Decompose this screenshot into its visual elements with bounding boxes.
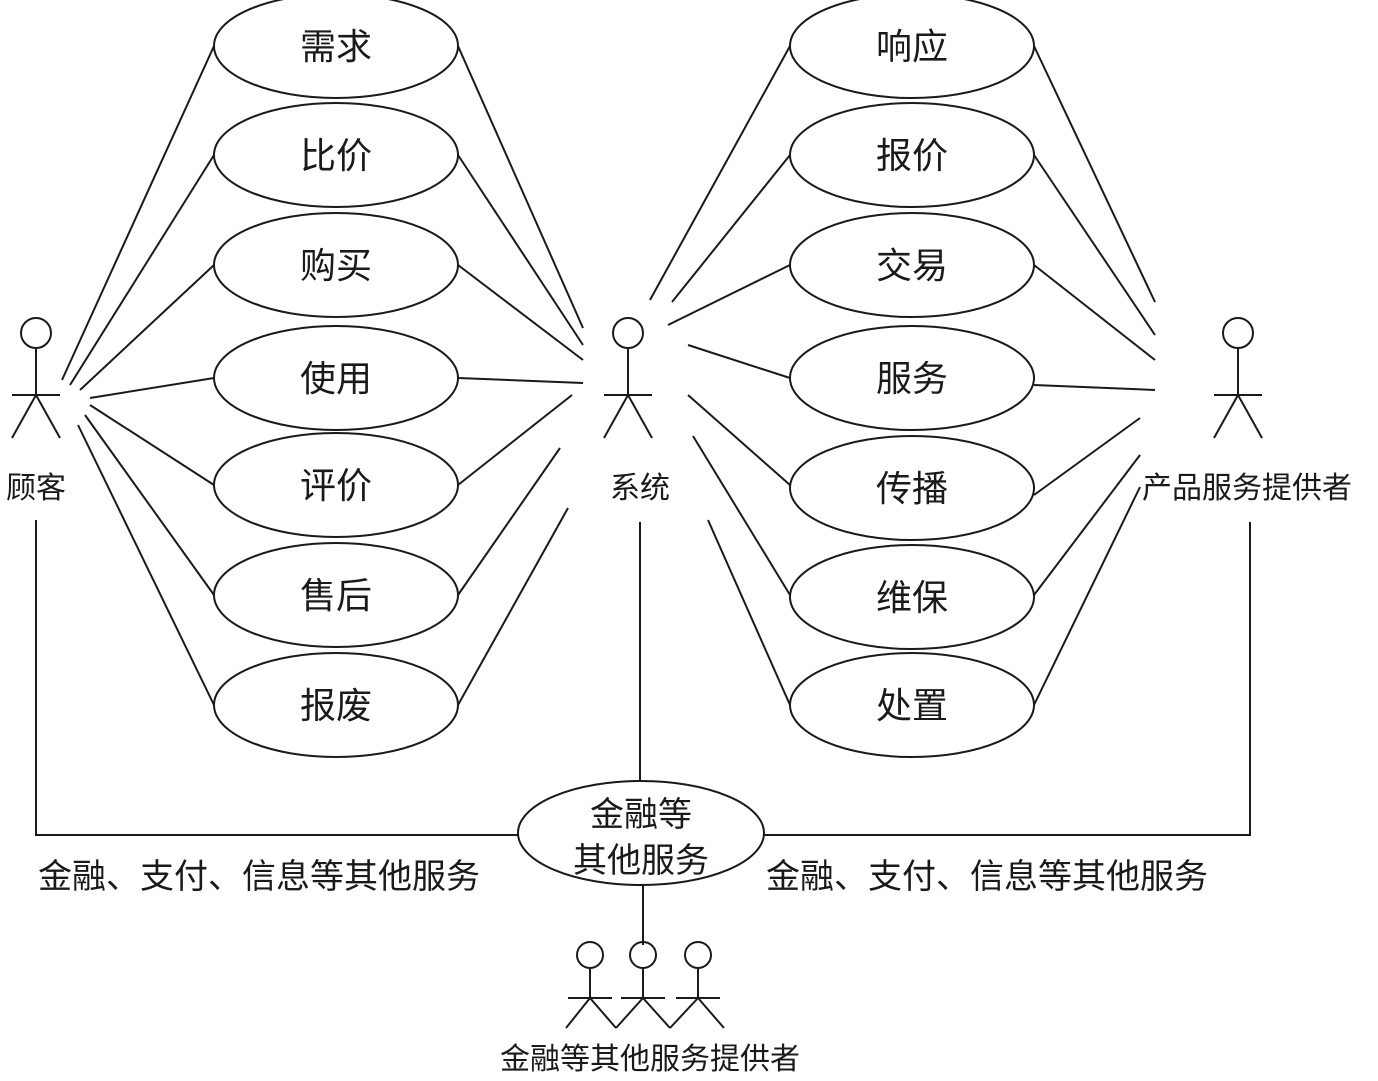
central-service-line1: 金融等: [590, 795, 692, 835]
use-case-demand: 需求: [213, 0, 459, 99]
system-label: 系统: [610, 471, 670, 506]
provider-label: 产品服务提供者: [1142, 471, 1352, 506]
service-associations: [35, 520, 1251, 945]
stick-figure-icon: [669, 941, 725, 1029]
stick-figure-icon: [603, 317, 653, 439]
stick-figure-icon: [615, 941, 671, 1029]
use-case-label: 售后: [300, 576, 372, 617]
customer-actor: 顾客: [6, 317, 66, 506]
use-case-quote: 报价: [789, 102, 1035, 208]
customer-label: 顾客: [6, 471, 66, 506]
use-case-label: 传播: [876, 469, 948, 510]
use-case-spread: 传播: [789, 435, 1035, 541]
use-case-compare-price: 比价: [213, 102, 459, 208]
left-edge-label: 金融、支付、信息等其他服务: [38, 857, 480, 897]
use-case-disposal: 处置: [789, 652, 1035, 758]
customer-associations: [61, 45, 215, 706]
use-case-label: 交易: [876, 246, 948, 287]
central-service: 金融等 其他服务: [517, 780, 765, 886]
use-case-label: 购买: [300, 246, 372, 287]
use-case-label: 比价: [300, 136, 372, 177]
system-actor: 系统: [603, 317, 670, 506]
use-case-label: 维保: [876, 578, 948, 619]
use-case-purchase: 购买: [213, 212, 459, 318]
use-case-service: 服务: [789, 325, 1035, 431]
provider-associations: [1033, 45, 1156, 706]
use-case-label: 使用: [300, 359, 372, 400]
central-service-line2: 其他服务: [573, 841, 709, 881]
use-case-review: 评价: [213, 432, 459, 538]
system-right-associations: [649, 45, 791, 706]
system-left-associations: [457, 45, 584, 706]
provider-use-cases: 响应 报价 交易 服务 传播 维保 处置: [789, 0, 1035, 758]
right-edge-label: 金融、支付、信息等其他服务: [766, 857, 1208, 897]
use-case-label: 评价: [300, 466, 372, 507]
use-case-label: 响应: [876, 27, 948, 68]
customer-use-cases: 需求 比价 购买 使用 评价 售后 报废: [213, 0, 459, 758]
stick-figure-icon: [11, 317, 61, 439]
stick-figure-icon: [1213, 317, 1263, 439]
use-case-label: 服务: [876, 359, 948, 400]
use-case-label: 处置: [876, 686, 948, 727]
use-case-label: 报废: [300, 686, 372, 727]
financial-provider-label: 金融等其他服务提供者: [500, 1042, 800, 1077]
use-case-after-sales: 售后: [213, 542, 459, 648]
use-case-transaction: 交易: [789, 212, 1035, 318]
use-case-label: 报价: [876, 136, 948, 177]
provider-actor: 产品服务提供者: [1142, 317, 1352, 506]
use-case-respond: 响应: [789, 0, 1035, 99]
financial-provider-actors: 金融等其他服务提供者: [500, 941, 800, 1077]
stick-figure-icon: [565, 941, 617, 1029]
use-case-use: 使用: [213, 325, 459, 431]
use-case-scrap: 报废: [213, 652, 459, 758]
use-case-label: 需求: [300, 27, 372, 68]
use-case-maintenance: 维保: [789, 544, 1035, 650]
